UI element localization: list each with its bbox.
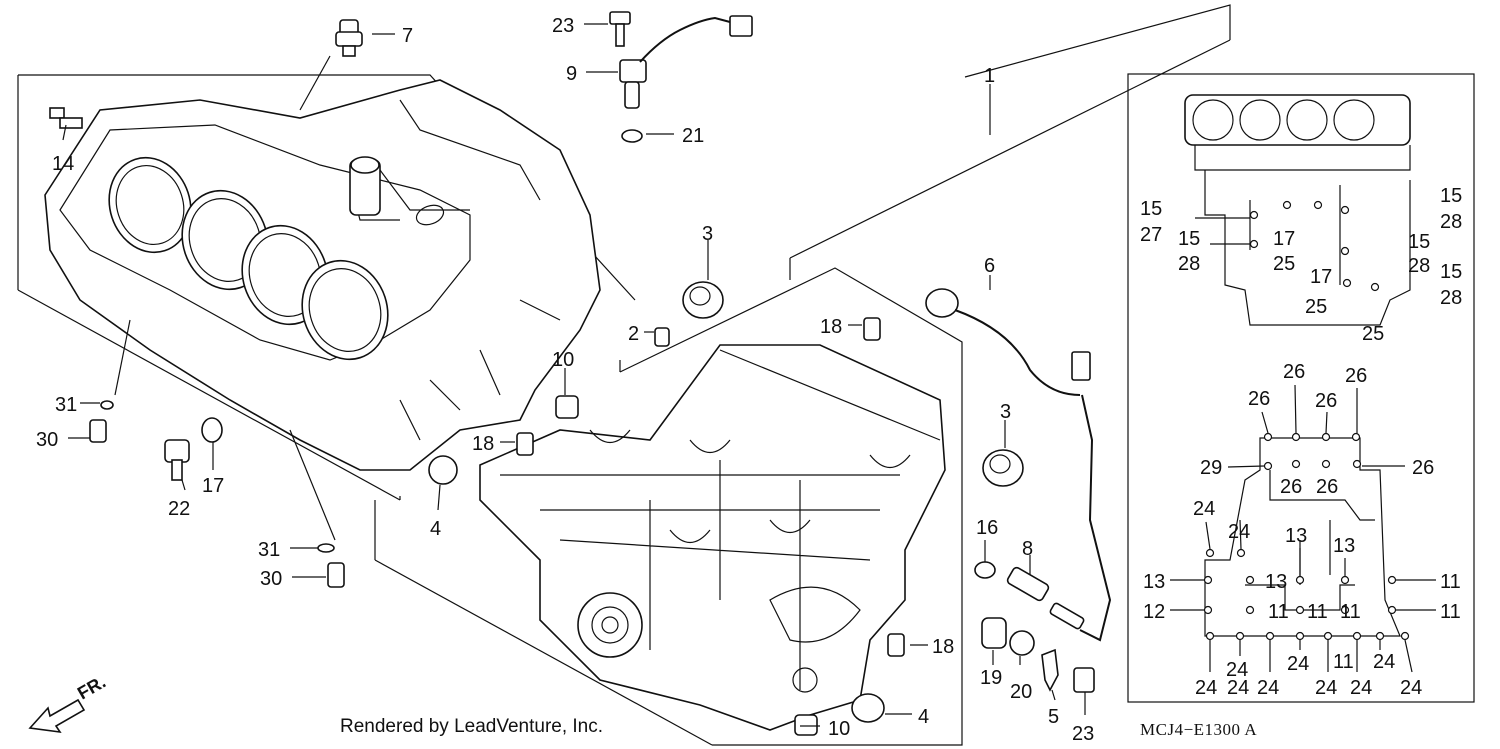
- callout-17: 17: [202, 475, 224, 497]
- bolt-label: 26: [1412, 457, 1434, 479]
- bolt-label: 28: [1408, 255, 1430, 277]
- bolt-label: 24: [1226, 659, 1248, 681]
- callout-10: 10: [552, 349, 574, 371]
- callout-16: 16: [976, 517, 998, 539]
- callout-31: 31: [258, 539, 280, 561]
- render-credit: Rendered by LeadVenture, Inc.: [340, 716, 604, 737]
- bolt-label: 24: [1400, 677, 1422, 699]
- callout-21: 21: [682, 125, 704, 147]
- callout-leaders: [62, 23, 1086, 727]
- bolt-label: 26: [1280, 476, 1302, 498]
- bolt-label: 24: [1287, 653, 1309, 675]
- bolt-label: 24: [1228, 521, 1250, 543]
- bolt-label: 28: [1440, 287, 1462, 309]
- bolt-label: 24: [1227, 677, 1249, 699]
- bolt-label: 27: [1140, 224, 1162, 246]
- callout-4: 4: [430, 518, 441, 540]
- callout-1: 1: [984, 65, 995, 87]
- bolt-label: 11: [1440, 601, 1461, 623]
- bolt-label: 13: [1143, 571, 1165, 593]
- callout-19: 19: [980, 667, 1002, 689]
- front-direction-label: FR.: [74, 672, 109, 704]
- bolt-label: 11: [1268, 601, 1289, 623]
- bolt-label: 24: [1373, 651, 1395, 673]
- bolt-label: 13: [1285, 525, 1307, 547]
- callout-5: 5: [1048, 706, 1059, 728]
- bolt-label: 24: [1315, 677, 1337, 699]
- bolt-label: 26: [1248, 388, 1270, 410]
- front-direction-arrow: FR.: [28, 672, 109, 734]
- bolt-label: 11: [1307, 601, 1328, 623]
- bolt-label: 13: [1333, 535, 1355, 557]
- bolt-sequence-chart: 15 27 15 28 17 25 17 25 15 28 15 28 15 2…: [1127, 73, 1475, 703]
- chart-leaders: [1170, 384, 1436, 673]
- callout-4: 4: [918, 706, 929, 728]
- upper-case-top-view: [1184, 94, 1411, 326]
- callout-6: 6: [984, 255, 995, 277]
- callout-23: 23: [552, 15, 574, 37]
- bolt-label: 28: [1440, 211, 1462, 233]
- bolt-label: 24: [1350, 677, 1372, 699]
- callout-30: 30: [36, 429, 58, 451]
- bolt-label: 15: [1440, 261, 1462, 283]
- bolt-label: 28: [1178, 253, 1200, 275]
- callout-10: 10: [828, 718, 850, 740]
- callout-23: 23: [1072, 723, 1094, 745]
- bolt-label: 15: [1440, 185, 1462, 207]
- bolt-label: 29: [1200, 457, 1222, 479]
- callout-3: 3: [702, 223, 713, 245]
- callout-9: 9: [566, 63, 577, 85]
- bolt-label: 15: [1408, 231, 1430, 253]
- bolt-label: 26: [1316, 476, 1338, 498]
- small-parts: [49, 11, 1112, 736]
- crankcase-assembly-outline: [789, 4, 1231, 280]
- bolt-label: 26: [1345, 365, 1367, 387]
- bolt-label: 24: [1193, 498, 1215, 520]
- bolt-label: 24: [1195, 677, 1217, 699]
- bolt-label: 25: [1305, 296, 1327, 318]
- bolt-label: 13: [1265, 571, 1287, 593]
- bolt-label: 24: [1257, 677, 1279, 699]
- bolt-label: 11: [1340, 601, 1361, 623]
- bolt-label: 17: [1310, 266, 1332, 288]
- callout-numbers: 7 23 9 21 1 14 3 2 18 6 10 18 3 31 30 22…: [36, 15, 1094, 745]
- diagram-code: MCJ4−E1300 A: [1140, 720, 1258, 739]
- upper-bolt-points: [1195, 200, 1380, 292]
- lower-bolt-points: [1203, 432, 1410, 641]
- callout-18: 18: [472, 433, 494, 455]
- callout-8: 8: [1022, 538, 1033, 560]
- lower-chart-numbers: 26 26 26 26 29 26 26 26 24 24 13 13 13 1…: [1143, 361, 1461, 699]
- lower-crankcase-outline: [374, 267, 963, 746]
- bolt-label: 25: [1273, 253, 1295, 275]
- bolt-label: 11: [1333, 651, 1354, 673]
- bolt-label: 15: [1178, 228, 1200, 250]
- callout-18: 18: [820, 316, 842, 338]
- callout-31: 31: [55, 394, 77, 416]
- bolt-label: 17: [1273, 228, 1295, 250]
- bolt-label: 26: [1283, 361, 1305, 383]
- callout-3: 3: [1000, 401, 1011, 423]
- upper-chart-numbers: 15 27 15 28 17 25 17 25 15 28 15 28 15 2…: [1140, 185, 1462, 345]
- lower-crankcase: [479, 344, 946, 731]
- callout-22: 22: [168, 498, 190, 520]
- upper-crankcase: [44, 79, 601, 471]
- callout-30: 30: [260, 568, 282, 590]
- bolt-label: 26: [1315, 390, 1337, 412]
- bolt-label: 11: [1440, 571, 1461, 593]
- callout-14: 14: [52, 153, 74, 175]
- bolt-label: 15: [1140, 198, 1162, 220]
- bolt-label: 12: [1143, 601, 1165, 623]
- bolt-label: 25: [1362, 323, 1384, 345]
- callout-20: 20: [1010, 681, 1032, 703]
- callout-2: 2: [628, 323, 639, 345]
- callout-7: 7: [402, 25, 413, 47]
- callout-18: 18: [932, 636, 954, 658]
